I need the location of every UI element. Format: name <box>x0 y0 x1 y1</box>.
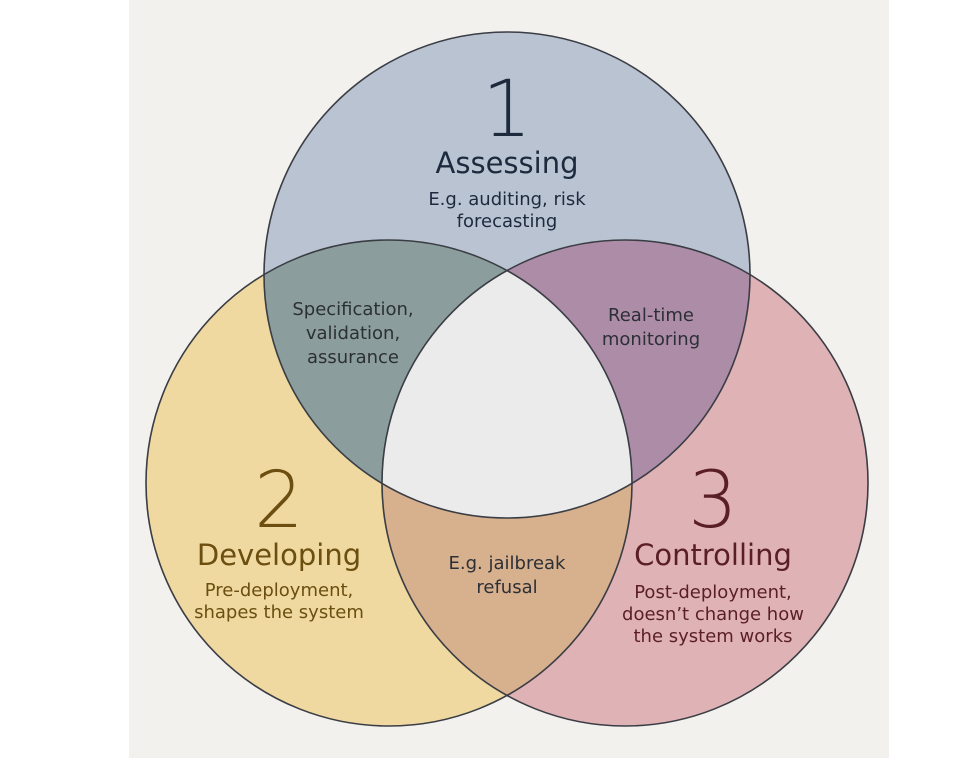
overlap-ad-label-line-3: assurance <box>307 347 399 368</box>
overlap-center <box>382 240 632 518</box>
controlling-desc-line-3: the system works <box>634 626 793 647</box>
controlling-desc-line-2: doesn’t change how <box>622 604 804 625</box>
outline-controlling <box>381 239 869 727</box>
assessing-desc-line-1: E.g. auditing, risk <box>428 189 586 210</box>
assessing-number: 1 <box>482 65 532 155</box>
developing-desc-line-2: shapes the system <box>194 602 364 623</box>
overlap-ac-label-line-2: monitoring <box>602 329 700 350</box>
developing-number: 2 <box>254 456 304 546</box>
overlap-ad-label-line-2: validation, <box>306 323 400 344</box>
overlap-ac-label-line-1: Real-time <box>608 305 694 326</box>
assessing-desc-line-2: forecasting <box>457 211 558 232</box>
overlap-dc-label-line-2: refusal <box>476 577 537 598</box>
outline-developing <box>145 239 633 727</box>
assessing-title: Assessing <box>436 146 579 180</box>
controlling-number: 3 <box>688 456 738 546</box>
controlling-desc-line-1: Post-deployment, <box>634 582 792 603</box>
overlap-ad-label-line-1: Specification, <box>292 299 413 320</box>
overlap-dc-label-line-1: E.g. jailbreak <box>449 553 567 574</box>
developing-title: Developing <box>197 538 361 572</box>
developing-desc-line-1: Pre-deployment, <box>205 580 354 601</box>
controlling-title: Controlling <box>634 538 792 572</box>
